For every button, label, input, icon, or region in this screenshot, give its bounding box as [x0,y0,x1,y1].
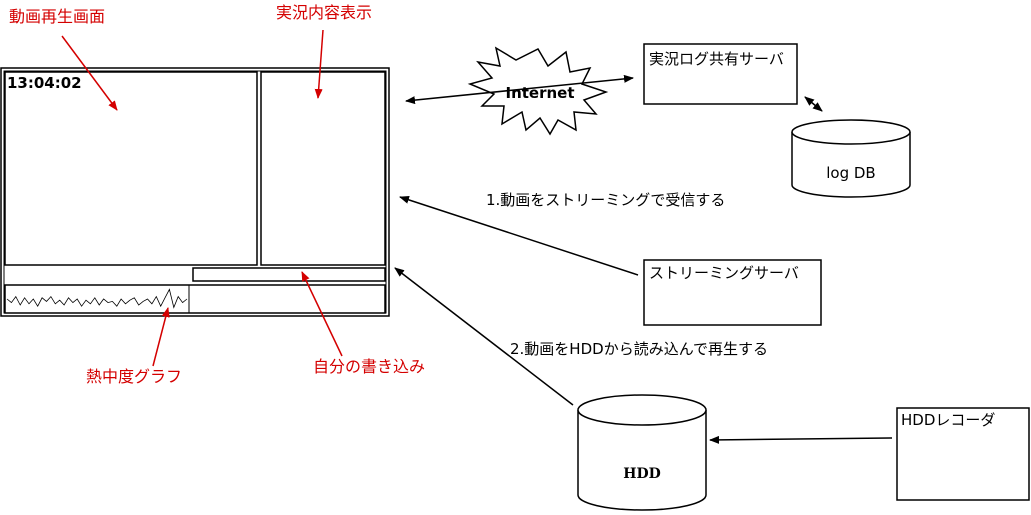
log-db-cylinder-top [791,119,911,145]
live-content-label: 実況内容表示 [276,3,372,22]
window-internet-logserver-link [405,74,634,105]
hdd-recorder-node: HDDレコーダ [896,407,1030,501]
post-input-field [192,267,386,282]
hdd-recorder-label: HDDレコーダ [901,411,995,429]
streaming-server-node: ストリーミングサーバ [643,259,822,326]
video-playback-area [4,71,258,266]
live-content-panel [260,71,386,266]
clock-display: 13:04:02 [7,74,82,92]
hdd-play-edge [394,267,574,406]
my-post-label: 自分の書き込み [313,357,425,376]
streaming-server-label: ストリーミングサーバ [649,264,799,282]
hdd-cylinder-top [577,394,707,426]
recorder-hdd-edge [709,435,893,444]
live-content-pointer [314,29,324,99]
log-db-label: log DB [826,164,875,182]
window-outer-frame [0,67,390,317]
app-window-mockup: 13:04:02 [0,67,390,317]
heat-graph-label: 熱中度グラフ [86,367,182,386]
hdd-play-edge-label: 2.動画をHDDから読み込んで再生する [510,340,768,358]
log-share-server-node: 実況ログ共有サーバ [643,43,798,105]
hdd-cylinder [577,410,707,511]
log-share-server-label: 実況ログ共有サーバ [649,50,784,68]
logserver-db-link [804,96,823,112]
video-playback-label: 動画再生画面 [9,7,105,26]
heat-graph-line [6,288,188,309]
streaming-edge [399,196,639,276]
hdd-node: HDD [577,394,707,511]
window-inner-frame [3,70,387,314]
heat-graph-area [4,284,386,314]
log-db-node: log DB [791,119,911,198]
my-post-pointer [301,271,343,357]
hdd-label: HDD [623,466,661,482]
hdd-recorder-box [896,407,1030,501]
streaming-edge-label: 1.動画をストリーミングで受信する [486,191,725,209]
streaming-server-box [643,259,822,326]
internet-node: Internet [467,46,609,136]
heat-graph-pointer [152,307,170,367]
log-share-server-box [643,43,798,105]
log-db-cylinder [791,132,911,198]
video-playback-pointer [61,35,118,111]
